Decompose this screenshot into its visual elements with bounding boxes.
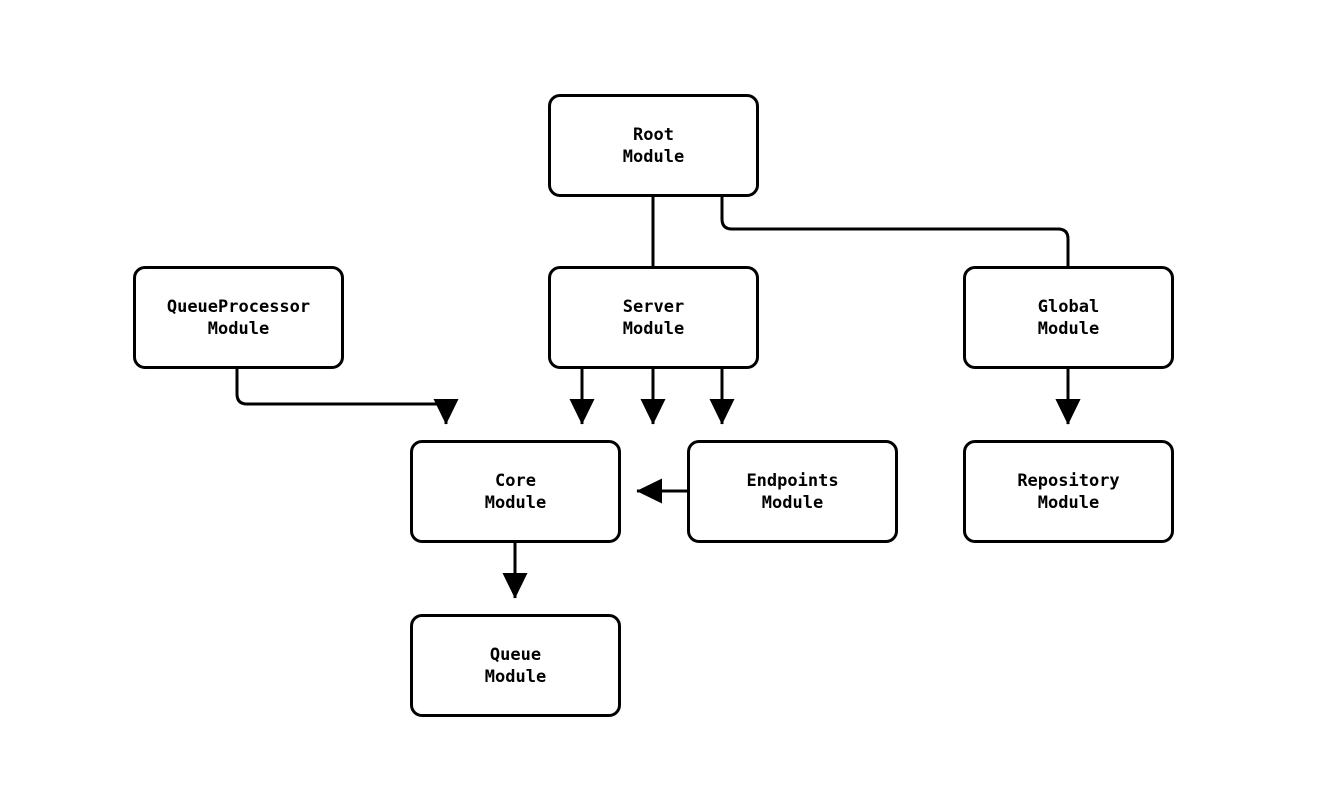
node-queueprocessor-module[interactable]: QueueProcessor Module [133, 266, 344, 369]
node-queue-module[interactable]: Queue Module [410, 614, 621, 717]
node-label-endpoints-module: Endpoints Module [746, 470, 839, 513]
edge-queueprocessor-to-core [235, 369, 459, 425]
node-server-module[interactable]: Server Module [548, 266, 759, 369]
node-label-repository-module: Repository Module [1017, 470, 1120, 513]
node-label-core-module: Core Module [484, 470, 547, 513]
node-endpoints-module[interactable]: Endpoints Module [687, 440, 898, 543]
node-label-global-module: Global Module [1037, 296, 1100, 339]
node-label-server-module: Server Module [622, 296, 685, 339]
node-label-queue-module: Queue Module [484, 644, 547, 687]
node-global-module[interactable]: Global Module [963, 266, 1174, 369]
node-core-module[interactable]: Core Module [410, 440, 621, 543]
node-repository-module[interactable]: Repository Module [963, 440, 1174, 543]
node-label-root-module: Root Module [622, 124, 685, 167]
node-root-module[interactable]: Root Module [548, 94, 759, 197]
node-label-queueprocessor-module: QueueProcessor Module [166, 296, 311, 339]
edge-root-to-global [720, 197, 1081, 425]
